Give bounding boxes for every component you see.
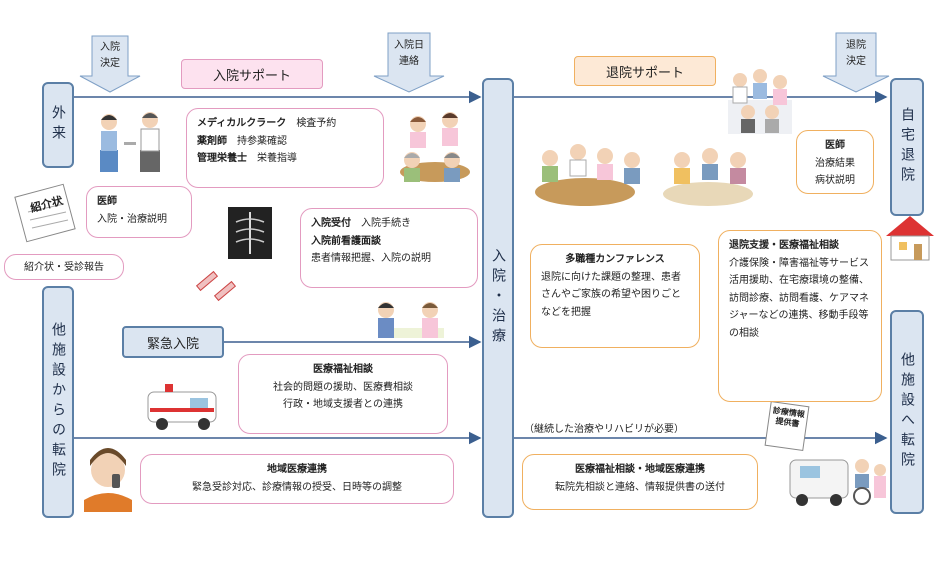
admission-support-tag: 入院サポート — [181, 59, 323, 89]
operator-illustration — [84, 448, 132, 512]
staff-row-pharmacist: 薬剤師 持参薬確認 — [197, 135, 287, 147]
welfare-consult-bubble: 医療福祉相談 社会的問題の援助、医療費相談 行政・地域支援者との連携 — [238, 354, 448, 434]
discharge-support-tag: 退院サポート — [574, 56, 716, 86]
doctor-outpatient-text: 入院・治療説明 — [97, 213, 167, 225]
doctor-discharge-bubble: 医師 治療結果 病状説明 — [796, 130, 874, 194]
emergency-admission-tag: 緊急入院 — [122, 326, 224, 358]
doctor-discharge-line1: 治療結果 — [815, 157, 855, 169]
house-illustration — [886, 216, 934, 261]
admission-date-arrow — [373, 32, 445, 93]
outpatient-lane-label: 外来 — [50, 105, 66, 145]
admission-date-label: 入院日 連絡 — [394, 40, 424, 67]
doctor-discharge-line2: 病状説明 — [815, 175, 855, 186]
conference-illustration — [535, 144, 640, 206]
regional-link-text: 緊急受診対応、診療情報の授受、日時等の調整 — [192, 481, 402, 493]
hospital-treatment-lane: 入院・治療 — [482, 78, 514, 518]
discharge-decision-label: 退院 決定 — [846, 40, 866, 67]
admission-decision-arrow — [79, 35, 141, 93]
conference-title: 多職種カンファレンス — [565, 254, 665, 265]
welfare-consult-title: 医療福祉相談 — [313, 364, 373, 375]
welfare-vehicle-illustration — [789, 459, 886, 506]
referral-bubble: 紹介状・受診報告 — [4, 254, 124, 280]
continuing-care-note: （継続した治療やリハビリが必要） — [524, 424, 684, 435]
transfer-link-title: 医療福祉相談・地域医療連携 — [575, 464, 705, 475]
pre-admission-nursing-text: 患者情報把握、入院の説明 — [311, 253, 431, 264]
syringe-illustration — [195, 270, 237, 302]
family-meeting-illustration — [663, 148, 753, 206]
xray-illustration — [228, 207, 272, 259]
nurse-meeting-illustration — [400, 112, 470, 182]
discharge-group-illustration — [728, 69, 792, 134]
counseling-illustration — [378, 302, 444, 338]
ambulance-illustration — [147, 384, 217, 430]
info-document-illustration — [764, 401, 810, 451]
transfer-link-text: 転院先相談と連絡、情報提供書の送付 — [555, 481, 725, 493]
doctor-outpatient-bubble: 医師 入院・治療説明 — [86, 186, 192, 238]
admission-reception-bubble: 入院受付 入院手続き 入院前看護面談 患者情報把握、入院の説明 — [300, 208, 478, 288]
home-discharge-lane-label: 自宅退院 — [899, 107, 915, 187]
conference-bubble: 多職種カンファレンス 退院に向けた課題の整理、患者さんやご家族の希望や困りごとな… — [530, 244, 700, 348]
discharge-decision-arrow — [822, 32, 890, 93]
welfare-consult-line2: 行政・地域支援者との連携 — [283, 399, 403, 410]
discharge-support-text: 介護保険・障害福祉等サービス活用援助、在宅療環境の整備、訪問診療、訪問看護、ケア… — [729, 257, 869, 339]
home-discharge-lane: 自宅退院 — [890, 78, 924, 216]
staff-row-dietitian: 管理栄養士 栄養指導 — [197, 153, 297, 164]
discharge-support-bubble: 退院支援・医療福祉相談 介護保険・障害福祉等サービス活用援助、在宅療環境の整備、… — [718, 230, 882, 402]
outpatient-lane: 外来 — [42, 82, 74, 168]
regional-link-title: 地域医療連携 — [267, 464, 327, 475]
doctor-outpatient-title: 医師 — [97, 196, 117, 207]
conference-text: 退院に向けた課題の整理、患者さんやご家族の希望や困りごとなどを把握 — [541, 271, 681, 318]
transfer-in-lane-label: 他施設からの転院 — [50, 322, 66, 482]
doctor-discharge-title: 医師 — [825, 140, 845, 151]
staff-row-clerk: メディカルクラーク 検査予約 — [197, 118, 337, 129]
transfer-out-lane-label: 他施設へ転院 — [899, 352, 915, 472]
hospital-treatment-lane-label: 入院・治療 — [490, 248, 506, 348]
referral-document-illustration — [14, 183, 76, 243]
staff-tasks-bubble: メディカルクラーク 検査予約 薬剤師 持参薬確認 管理栄養士 栄養指導 — [186, 108, 384, 188]
admission-reception-row1: 入院受付 入院手続き — [311, 218, 411, 229]
transfer-in-lane: 他施設からの転院 — [42, 286, 74, 518]
admission-decision-label: 入院 決定 — [100, 42, 120, 69]
transfer-link-bubble: 医療福祉相談・地域医療連携 転院先相談と連絡、情報提供書の送付 — [522, 454, 758, 510]
regional-link-bubble: 地域医療連携 緊急受診対応、診療情報の授受、日時等の調整 — [140, 454, 454, 504]
pre-admission-nursing-title: 入院前看護面談 — [311, 235, 381, 247]
transfer-out-lane: 他施設へ転院 — [890, 310, 924, 514]
doctor-consultation-illustration — [100, 112, 160, 172]
welfare-consult-line1: 社会的問題の援助、医療費相談 — [273, 381, 413, 393]
discharge-support-title: 退院支援・医療福祉相談 — [729, 240, 839, 251]
